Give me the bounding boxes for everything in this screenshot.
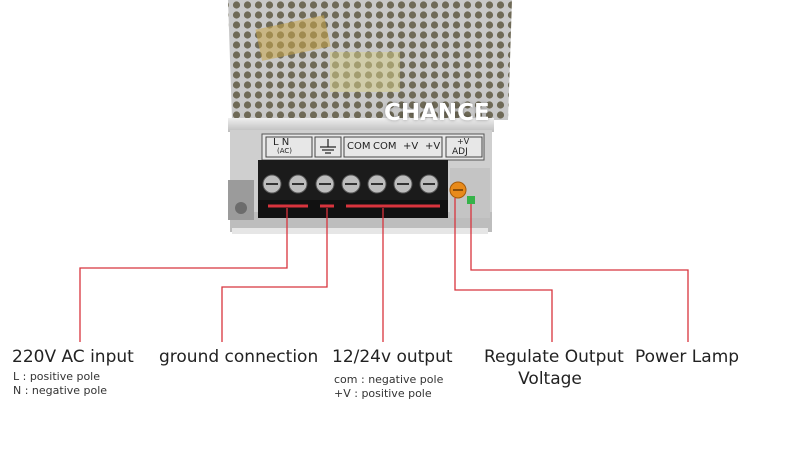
callout-ac-input-title: 220V AC input bbox=[12, 347, 134, 367]
terminal-label-com-1: COM bbox=[347, 141, 371, 152]
leader-line-ac-input bbox=[79, 208, 288, 342]
terminal-label-plus-v-1: +V bbox=[403, 141, 419, 152]
power-lamp bbox=[467, 196, 475, 204]
terminal-screws bbox=[262, 174, 439, 194]
callout-output-note-v: +V : positive pole bbox=[334, 387, 432, 400]
callout-output-note-com: com : negative pole bbox=[334, 373, 444, 386]
adjust-potentiometer bbox=[449, 168, 490, 218]
callout-ac-input-note-l: L : positive pole bbox=[13, 370, 101, 383]
leader-line-lamp bbox=[470, 204, 689, 342]
terminal-label-plate bbox=[261, 133, 485, 161]
leader-line-adjust bbox=[454, 198, 553, 342]
callout-output-title: 12/24v output bbox=[332, 347, 453, 367]
ground-icon bbox=[320, 139, 336, 154]
callout-lamp-title: Power Lamp bbox=[635, 347, 740, 367]
terminal-label-adj: ADJ bbox=[452, 147, 468, 157]
terminal-label-ln: L N bbox=[273, 137, 290, 148]
terminal-label-ac: (AC) bbox=[277, 147, 293, 155]
leader-lines bbox=[79, 198, 689, 342]
leader-line-ground bbox=[221, 208, 328, 342]
callout-adjust-title-line-1: Regulate Output bbox=[484, 347, 624, 367]
callout-ground-title: ground connection bbox=[159, 347, 319, 367]
watermark-text: CHANCE bbox=[384, 100, 490, 126]
terminal-label-plus-v-2: +V bbox=[425, 141, 441, 152]
terminal-label-com-2: COM bbox=[373, 141, 397, 152]
callout-ac-input-note-n: N : negative pole bbox=[13, 384, 108, 397]
callout-adjust-title-line-2: Voltage bbox=[518, 369, 582, 389]
terminal-label-plus-v-adj: +V bbox=[457, 137, 470, 146]
